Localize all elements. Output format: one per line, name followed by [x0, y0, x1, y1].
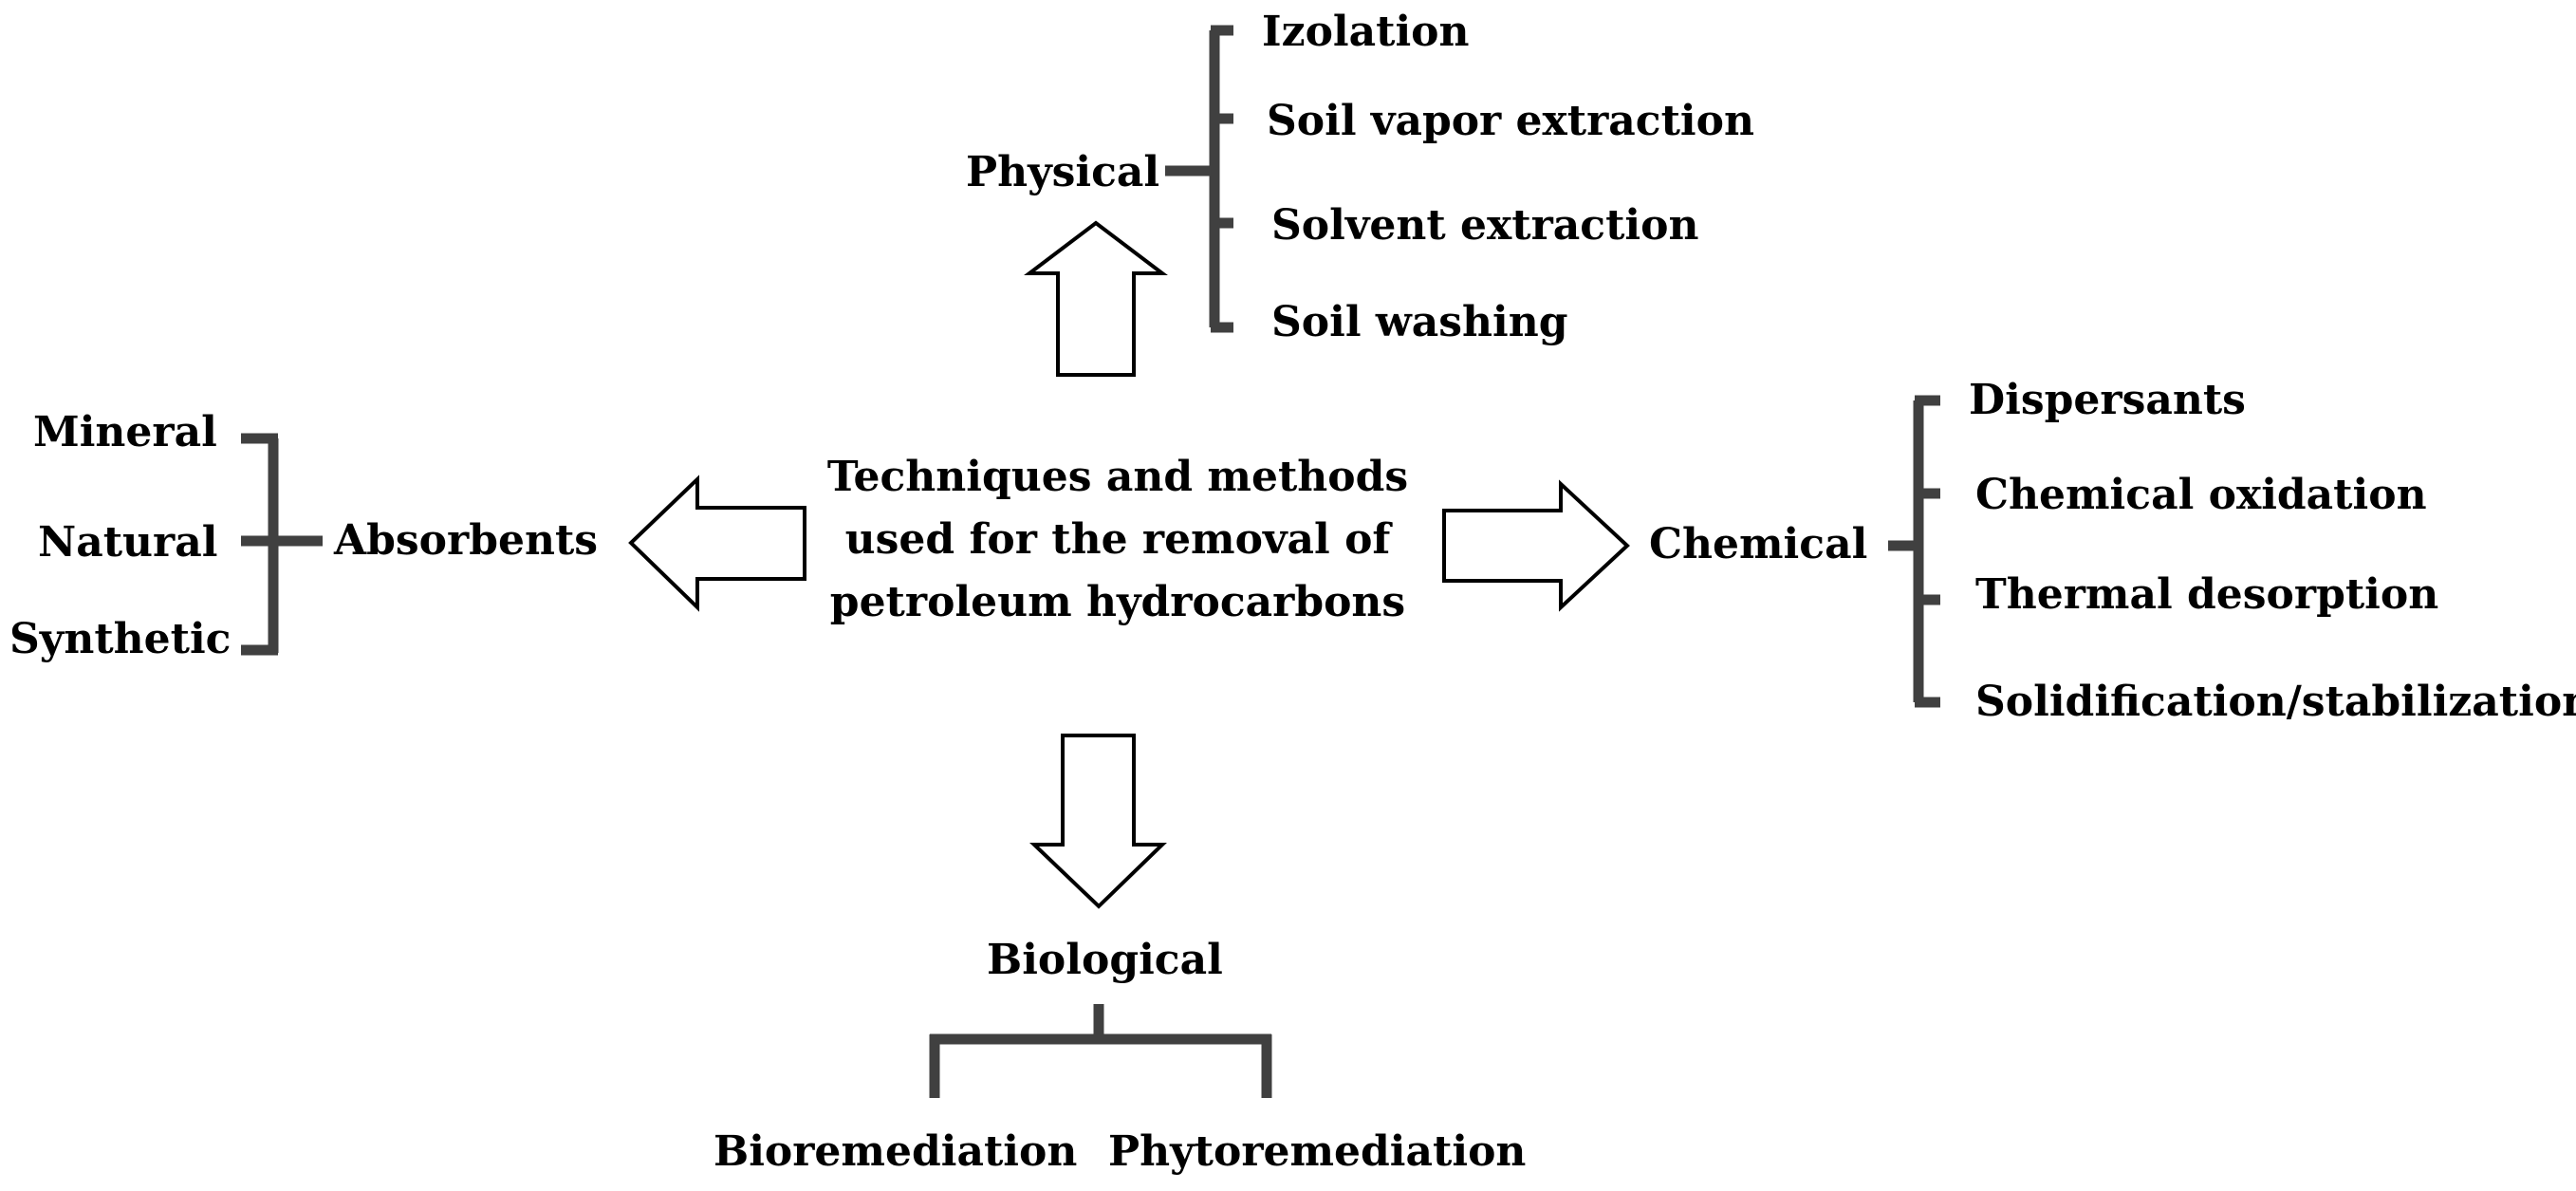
chemical-bracket — [1888, 395, 1940, 708]
chemical-label: Chemical — [1649, 520, 1868, 568]
center-title-line: Techniques and methods — [826, 453, 1409, 501]
center-title-line: petroleum hydrocarbons — [829, 578, 1406, 626]
arrow-down — [1029, 734, 1167, 909]
chemical-item: Dispersants — [1969, 376, 2246, 424]
center-title: Techniques and methods used for the remo… — [805, 446, 1431, 634]
chemical-item: Solidification/stabilization — [1975, 678, 2576, 726]
biological-label: Biological — [987, 936, 1223, 984]
biological-item: Bioremediation — [713, 1127, 1078, 1176]
absorbents-bracket — [241, 433, 323, 656]
physical-bracket — [1165, 25, 1233, 333]
physical-label: Physical — [966, 148, 1160, 196]
biological-bracket — [929, 1004, 1272, 1098]
absorbents-label: Absorbents — [334, 516, 599, 565]
physical-item: Soil vapor extraction — [1267, 97, 1754, 145]
arrow-left — [628, 475, 806, 612]
physical-item: Izolation — [1262, 8, 1470, 56]
biological-item: Phytoremediation — [1108, 1127, 1527, 1176]
absorbents-item: Synthetic — [9, 615, 232, 663]
arrow-up — [1024, 220, 1168, 377]
chemical-item: Chemical oxidation — [1975, 471, 2427, 519]
chemical-item: Thermal desorption — [1975, 570, 2439, 619]
absorbents-item: Mineral — [33, 408, 217, 456]
center-title-line: used for the removal of — [844, 515, 1391, 564]
arrow-right — [1442, 479, 1630, 612]
physical-item: Solvent extraction — [1271, 201, 1699, 250]
absorbents-item: Natural — [38, 518, 218, 567]
physical-item: Soil washing — [1271, 298, 1568, 346]
